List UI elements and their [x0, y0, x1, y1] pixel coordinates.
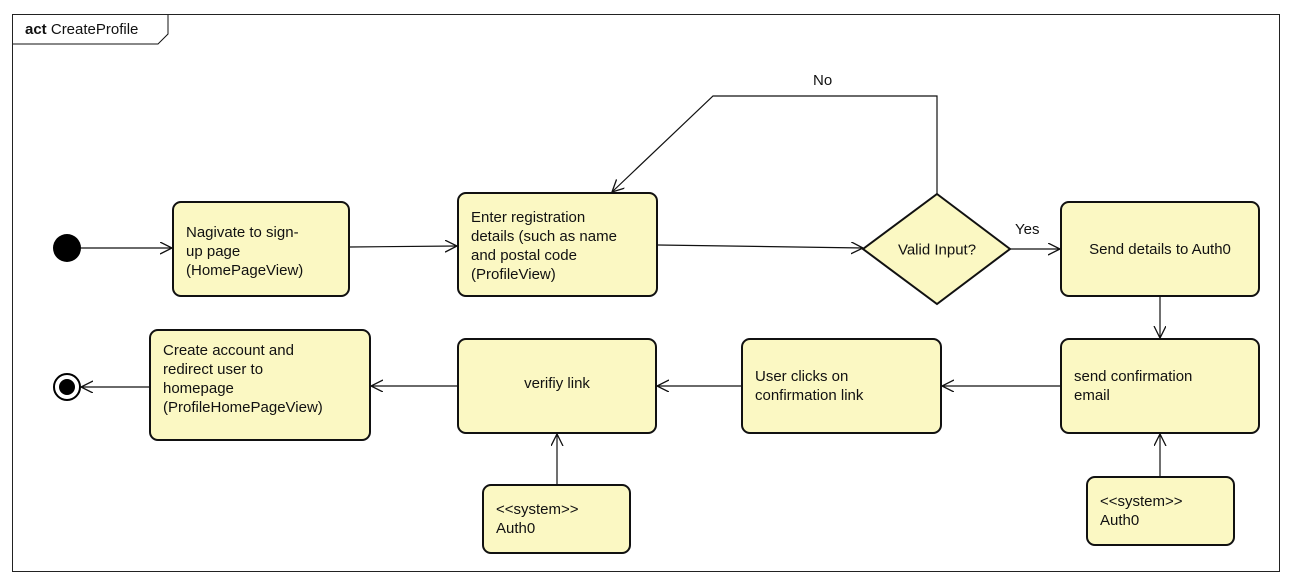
action-send-auth0-label: Send details to Auth0	[1089, 240, 1231, 258]
guard-yes: Yes	[1015, 221, 1040, 238]
action-send-email-label: send confirmation email	[1074, 368, 1193, 404]
action-send-auth0: Send details to Auth0	[1060, 201, 1260, 297]
action-verify-link-label: verifiy link	[524, 374, 590, 392]
action-navigate-signup-label: Nagivate to sign- up page (HomePageView)	[186, 224, 304, 279]
system-auth0-left-label: <<system>> Auth0	[496, 501, 579, 537]
frame-tab-outline	[12, 14, 169, 45]
activity-frame	[12, 14, 1280, 572]
frame-title: act CreateProfile	[25, 21, 138, 38]
action-enter-details: Enter registration details (such as name…	[457, 192, 658, 297]
flow-enter-to-decision	[657, 245, 863, 248]
decision-node	[861, 192, 1012, 306]
system-auth0-right-label: <<system>> Auth0	[1100, 493, 1183, 529]
initial-node	[53, 234, 81, 262]
flow-decision-no-loop	[612, 95, 938, 194]
action-enter-details-label: Enter registration details (such as name…	[471, 209, 617, 283]
decision-label: Valid Input?	[897, 241, 977, 259]
frame-keyword: act	[25, 21, 47, 38]
flow-navigate-to-enter	[349, 246, 457, 247]
system-auth0-left: <<system>> Auth0	[482, 484, 631, 554]
action-navigate-signup: Nagivate to sign- up page (HomePageView)	[172, 201, 350, 297]
action-create-account: Create account and redirect user to home…	[149, 329, 371, 441]
action-send-email: send confirmation email	[1060, 338, 1260, 434]
action-user-clicks: User clicks on confirmation link	[741, 338, 942, 434]
action-create-account-label: Create account and redirect user to home…	[163, 342, 323, 416]
action-verify-link: verifiy link	[457, 338, 657, 434]
guard-no: No	[813, 72, 833, 89]
final-node-inner	[59, 379, 75, 395]
frame-name: CreateProfile	[50, 21, 139, 38]
system-auth0-right: <<system>> Auth0	[1086, 476, 1235, 546]
action-user-clicks-label: User clicks on confirmation link	[755, 368, 864, 404]
